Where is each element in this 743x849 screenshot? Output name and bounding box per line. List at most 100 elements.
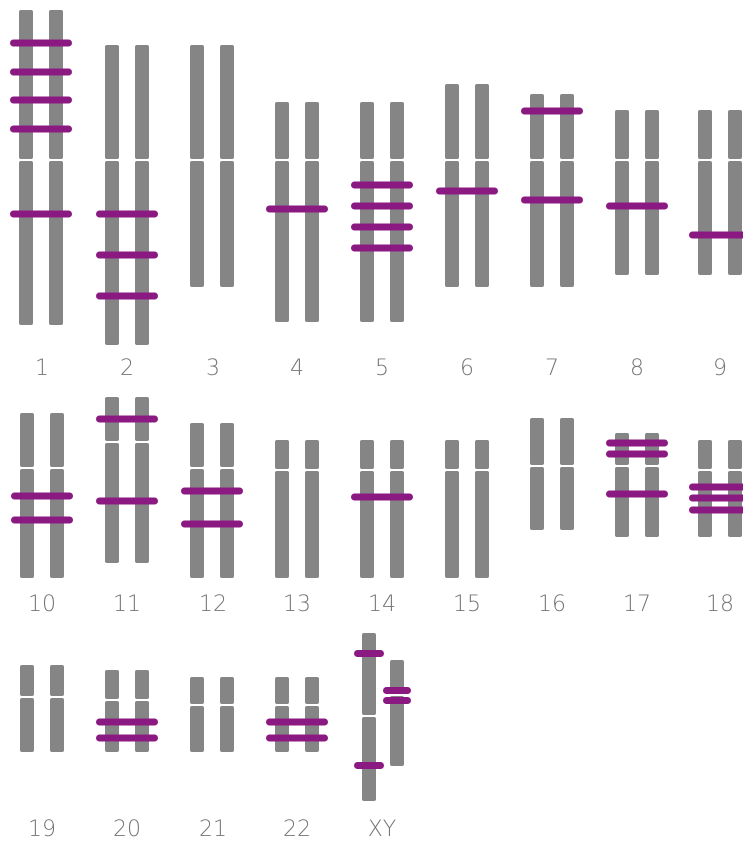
marker-band-6-1 [436, 188, 498, 195]
chromosome-label-2: 2 [97, 356, 157, 382]
marker-band-4-1 [266, 206, 328, 213]
chromosome-label-9: 9 [690, 356, 743, 382]
chromatid-19-a-p-arm [20, 665, 34, 696]
chromosome-20 [96, 670, 158, 752]
chromatid-7-b-p-arm [560, 94, 574, 159]
chromosome-4 [266, 102, 328, 322]
chromosome-label-15: 15 [437, 592, 497, 618]
chromatid-14-b-q-arm [390, 471, 404, 578]
chromatid-7-a-q-arm [530, 161, 544, 287]
chromatid-3-b-p-arm [220, 45, 234, 159]
chromosome-19 [20, 665, 64, 752]
chromosome-label-7: 7 [522, 356, 582, 382]
chromatid-14-a-p-arm [360, 440, 374, 469]
chromatid-4-a-q-arm [275, 161, 289, 322]
chromatid-18-a-p-arm [698, 440, 712, 469]
marker-band-18-1 [689, 484, 743, 491]
chromatid-14-b-p-arm [390, 440, 404, 469]
marker-band-20-2 [96, 735, 158, 742]
chromosome-11 [96, 397, 158, 563]
chromosome-label-3: 3 [183, 356, 243, 382]
chromosome-7 [521, 94, 583, 287]
chromatid-20-a-p-arm [105, 670, 119, 699]
chromatid-9-b-p-arm [728, 110, 742, 159]
chromatid-3-b-q-arm [220, 161, 234, 287]
marker-band-10-2 [11, 517, 73, 524]
chromatid-12-a-p-arm [190, 423, 204, 467]
chromatid-12-b-p-arm [220, 423, 234, 467]
chromosome-x-p-arm [362, 633, 376, 715]
chromatid-17-b-q-arm [645, 467, 659, 537]
marker-band-y-2 [383, 697, 411, 704]
chromatid-16-b-q-arm [560, 467, 574, 530]
chromosome-label-4: 4 [267, 356, 327, 382]
chromatid-13-b-p-arm [305, 440, 319, 469]
chromatid-15-a-q-arm [445, 471, 459, 578]
marker-band-8-1 [606, 203, 668, 210]
chromosome-xy [354, 633, 411, 801]
marker-band-1-3 [10, 97, 72, 104]
chromatid-21-b-p-arm [220, 677, 234, 704]
chromatid-10-a-p-arm [20, 413, 34, 467]
marker-band-18-3 [689, 507, 743, 514]
chromatid-21-b-q-arm [220, 706, 234, 752]
chromosome-label-8: 8 [607, 356, 667, 382]
marker-band-11-2 [96, 498, 158, 505]
chromatid-16-a-q-arm [530, 467, 544, 530]
chromatid-1-a-p-arm [19, 10, 33, 159]
chromatid-7-a-p-arm [530, 94, 544, 159]
chromatid-8-a-p-arm [615, 110, 629, 159]
marker-band-2-2 [96, 252, 158, 259]
chromatid-6-a-q-arm [445, 161, 459, 287]
chromosome-label-17: 17 [607, 592, 667, 618]
chromosome-label-22: 22 [267, 817, 327, 843]
chromatid-6-a-p-arm [445, 84, 459, 159]
marker-band-17-1 [606, 440, 668, 447]
marker-band-12-2 [181, 521, 243, 528]
chromatid-16-b-p-arm [560, 418, 574, 465]
marker-band-1-5 [10, 211, 72, 218]
chromosome-y-q-arm [390, 696, 404, 766]
marker-band-5-4 [351, 245, 413, 252]
chromatid-14-a-q-arm [360, 471, 374, 578]
chromatid-8-b-p-arm [645, 110, 659, 159]
marker-band-1-1 [10, 40, 72, 47]
chromatid-17-a-q-arm [615, 467, 629, 537]
chromatid-19-a-q-arm [20, 698, 34, 752]
chromosome-label-12: 12 [183, 592, 243, 618]
chromatid-9-b-q-arm [728, 161, 742, 275]
chromosome-x-q-arm [362, 717, 376, 801]
chromosome-1 [10, 10, 72, 325]
chromatid-9-a-p-arm [698, 110, 712, 159]
chromosome-22 [266, 677, 328, 752]
chromosome-15 [445, 440, 489, 578]
marker-band-12-1 [181, 488, 243, 495]
chromatid-18-b-q-arm [728, 471, 742, 537]
chromosome-6 [436, 84, 498, 287]
chromatid-20-b-p-arm [135, 670, 149, 699]
chromatid-1-a-q-arm [19, 161, 33, 325]
chromosome-label-14: 14 [352, 592, 412, 618]
chromatid-22-a-p-arm [275, 677, 289, 704]
chromatid-16-a-p-arm [530, 418, 544, 465]
chromatid-20-a-q-arm [105, 701, 119, 752]
chromatid-13-b-q-arm [305, 471, 319, 578]
chromosome-21 [190, 677, 234, 752]
chromatid-17-b-p-arm [645, 433, 659, 465]
chromosome-9 [689, 110, 743, 275]
marker-band-2-3 [96, 293, 158, 300]
chromosome-label-11: 11 [97, 592, 157, 618]
chromatid-2-a-p-arm [105, 45, 119, 159]
chromatid-6-b-p-arm [475, 84, 489, 159]
chromatid-19-b-p-arm [50, 665, 64, 696]
chromatid-15-b-q-arm [475, 471, 489, 578]
chromatid-8-b-q-arm [645, 161, 659, 275]
chromatid-21-a-q-arm [190, 706, 204, 752]
marker-band-11-1 [96, 416, 158, 423]
chromosome-label-5: 5 [352, 356, 412, 382]
chromosome-18 [689, 440, 743, 537]
chromatid-15-b-p-arm [475, 440, 489, 469]
chromatid-4-b-q-arm [305, 161, 319, 322]
